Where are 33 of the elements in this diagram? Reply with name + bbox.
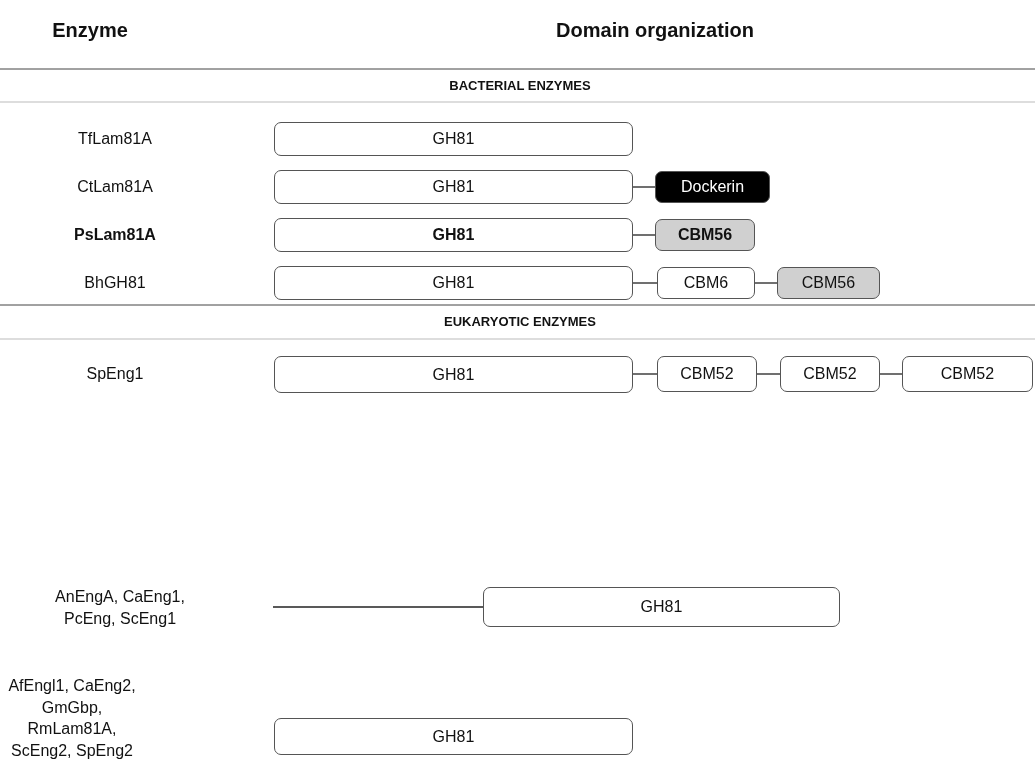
linker-line xyxy=(632,373,658,375)
linker-line xyxy=(632,186,656,188)
linker-line xyxy=(632,234,656,236)
linker-line xyxy=(272,606,484,608)
domain-box: GH81 xyxy=(274,718,633,755)
enzyme-name: SpEng1 xyxy=(85,364,145,385)
linker-line xyxy=(754,282,778,284)
domain-box: CBM56 xyxy=(777,267,880,299)
enzyme-name: TfLam81A xyxy=(77,129,153,150)
domain-box: CBM52 xyxy=(902,356,1033,392)
enzyme-name: CtLam81A xyxy=(76,177,154,198)
domain-box: GH81 xyxy=(274,266,633,300)
section-heading: BACTERIAL ENZYMES xyxy=(448,77,592,95)
domain-box: Dockerin xyxy=(655,171,770,203)
domain-box: GH81 xyxy=(274,218,633,252)
domain-box: CBM6 xyxy=(657,267,755,299)
domain-box: CBM56 xyxy=(655,219,755,251)
enzyme-name: AfEngl1, CaEng2, GmGbp, RmLam81A, ScEng2, SpEng2 xyxy=(7,675,137,761)
domain-box: GH81 xyxy=(483,587,840,627)
domain-box: CBM52 xyxy=(780,356,880,392)
enzyme-name: PsLam81A xyxy=(73,225,157,246)
domain-box: GH81 xyxy=(274,170,633,204)
column-heading: Enzyme xyxy=(51,17,129,43)
domain-box: GH81 xyxy=(274,122,633,156)
enzyme-name: AnEngA, CaEng1, PcEng, ScEng1 xyxy=(54,587,186,629)
linker-line xyxy=(632,282,658,284)
linker-line xyxy=(879,373,903,375)
domain-box: GH81 xyxy=(274,356,633,393)
linker-line xyxy=(756,373,781,375)
enzyme-name: BhGH81 xyxy=(83,273,147,294)
domain-box: CBM52 xyxy=(657,356,757,392)
column-heading: Domain organization xyxy=(555,17,755,43)
section-heading: EUKARYOTIC ENZYMES xyxy=(443,313,597,331)
